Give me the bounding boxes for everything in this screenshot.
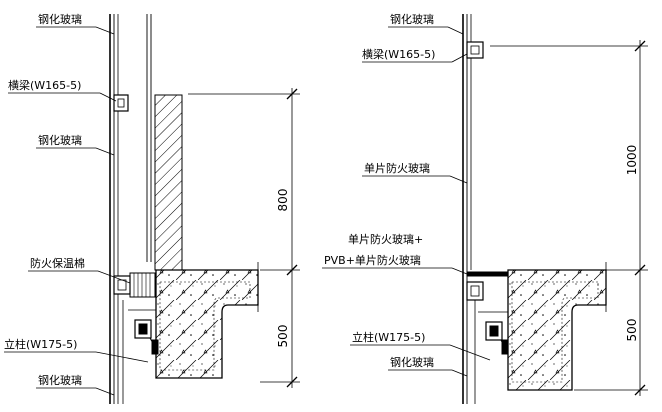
right-glass-lines [462,14,472,404]
right-label-laminated-2: PVB+单片防火玻璃 [324,253,421,267]
left-concrete-slab [155,269,259,379]
left-label-glass-top: 钢化玻璃 [38,12,82,26]
left-label-glass-bottom: 钢化玻璃 [38,373,82,387]
left-transom [113,94,129,112]
right-lower-joint [466,271,508,404]
left-label-column: 立柱(W175-5) [4,337,77,351]
left-dimension-lines [188,88,300,388]
right-label-glass-bottom: 钢化玻璃 [390,355,434,369]
left-label-beam: 横梁(W165-5) [8,78,81,92]
right-label-beam: 横梁(W165-5) [362,47,435,61]
right-mullion-bracket [478,311,509,355]
right-transom [466,41,484,59]
left-leaders [4,26,149,396]
left-hatched-wall [154,94,183,271]
left-label-insulation: 防火保温棉 [30,256,85,270]
right-label-fire-glass: 单片防火玻璃 [364,161,430,175]
left-section: 800 500 钢化玻璃 横梁(W165-5) 钢化玻璃 防火保温棉 立柱(W1… [4,12,300,404]
right-section: 1000 500 钢化玻璃 横梁(W165-5) 单片防火玻璃 单片防火玻璃+ … [322,12,648,404]
right-label-laminated-1: 单片防火玻璃+ [348,232,423,246]
right-label-column: 立柱(W175-5) [352,330,425,344]
left-label-glass-mid: 钢化玻璃 [38,133,82,147]
left-insulation [113,272,156,298]
right-dim-500: 500 [625,319,639,342]
right-dim-1000: 1000 [625,145,639,176]
left-mullion-bracket [122,300,159,404]
right-leaders [322,26,491,377]
left-dim-800: 800 [276,189,290,212]
right-dimension-lines [490,40,648,396]
left-dim-500: 500 [276,325,290,348]
right-concrete-slab [507,269,607,391]
right-label-glass-top: 钢化玻璃 [390,12,434,26]
left-glass-lines [109,14,152,404]
